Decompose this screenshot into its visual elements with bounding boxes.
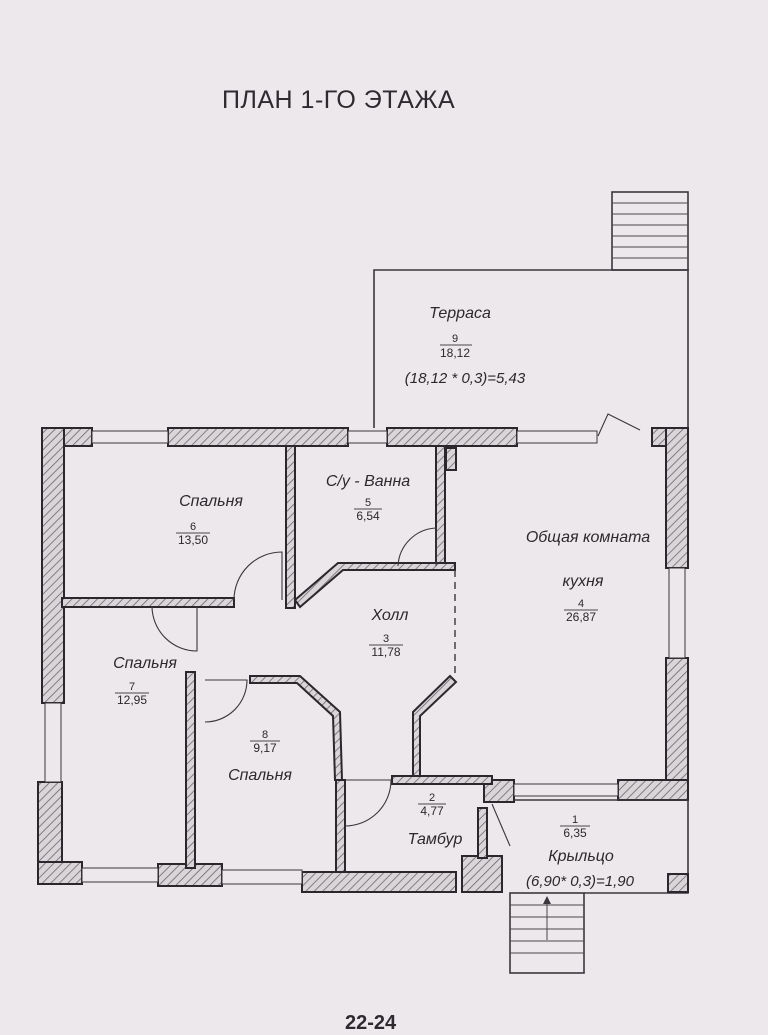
svg-text:13,50: 13,50 <box>178 533 208 547</box>
room-label-bedroom-8: 8 9,17 Спальня <box>228 729 292 784</box>
svg-text:Крыльцо: Крыльцо <box>548 848 614 865</box>
svg-text:1: 1 <box>572 814 578 826</box>
svg-text:Холл: Холл <box>371 607 409 624</box>
svg-text:(18,12 * 0,3)=5,43: (18,12 * 0,3)=5,43 <box>405 370 526 387</box>
svg-text:2: 2 <box>429 792 435 804</box>
svg-text:11,78: 11,78 <box>371 645 400 659</box>
terrace-outline <box>373 269 689 430</box>
svg-text:9,17: 9,17 <box>253 741 277 755</box>
room-label-bathroom: С/у - Ванна 5 6,54 <box>326 473 410 523</box>
svg-text:3: 3 <box>383 633 389 645</box>
room-label-bedroom-7: Спальня 7 12,95 <box>113 655 177 707</box>
svg-text:6,54: 6,54 <box>356 509 380 523</box>
svg-text:12,95: 12,95 <box>117 693 147 707</box>
svg-text:Спальня: Спальня <box>179 493 243 510</box>
windows <box>44 430 686 885</box>
room-label-vestibule: 2 4,77 Тамбур <box>408 792 463 848</box>
room-label-hall: Холл 3 11,78 <box>369 607 408 659</box>
svg-text:26,87: 26,87 <box>566 610 596 624</box>
terrace-stairs <box>611 191 689 271</box>
svg-text:9: 9 <box>452 333 458 345</box>
svg-text:кухня: кухня <box>563 573 604 590</box>
svg-text:Терраса: Терраса <box>429 305 491 322</box>
porch-outline <box>509 799 689 974</box>
svg-text:Спальня: Спальня <box>228 767 292 784</box>
svg-text:С/у - Ванна: С/у - Ванна <box>326 473 410 490</box>
svg-text:5: 5 <box>365 497 371 509</box>
room-label-terrace: Терраса 9 18,12 (18,12 * 0,3)=5,43 <box>405 305 526 387</box>
svg-text:Общая комната: Общая комната <box>526 529 650 546</box>
svg-text:4,77: 4,77 <box>420 804 444 818</box>
svg-text:6: 6 <box>190 521 196 533</box>
svg-text:6,35: 6,35 <box>563 826 587 840</box>
page-title: ПЛАН 1-ГО ЭТАЖА <box>222 86 456 114</box>
interior-walls <box>61 445 493 873</box>
room-label-porch: 1 6,35 Крыльцо (6,90* 0,3)=1,90 <box>526 814 635 890</box>
room-label-bedroom-6: Спальня 6 13,50 <box>176 493 243 547</box>
svg-text:8: 8 <box>262 729 268 741</box>
doors <box>151 413 641 847</box>
svg-text:Спальня: Спальня <box>113 655 177 672</box>
svg-text:18,12: 18,12 <box>440 346 470 360</box>
svg-text:4: 4 <box>578 598 584 610</box>
exterior-walls <box>37 427 689 893</box>
svg-text:(6,90* 0,3)=1,90: (6,90* 0,3)=1,90 <box>526 873 635 890</box>
svg-text:Тамбур: Тамбур <box>408 831 463 848</box>
svg-text:7: 7 <box>129 681 135 693</box>
room-label-living: Общая комната кухня 4 26,87 <box>526 529 650 624</box>
